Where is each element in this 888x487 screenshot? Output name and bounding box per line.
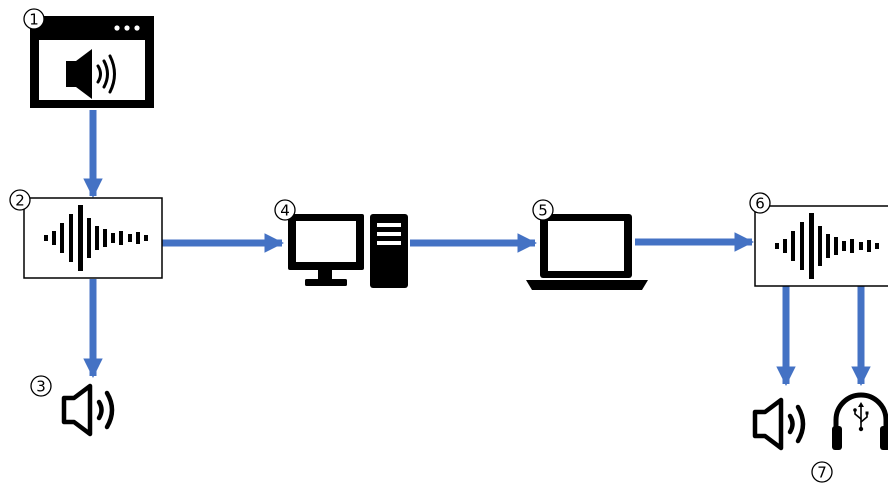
- browser-audio-icon: [30, 16, 154, 108]
- number-2-label: 2: [15, 192, 25, 210]
- audio-waveform-icon: [775, 213, 879, 279]
- node-6-audio-processor: 6: [749, 192, 888, 287]
- node-5-laptop: 5: [526, 199, 648, 290]
- number-6-label: 6: [755, 195, 765, 213]
- number-badge-5: 5: [532, 199, 554, 221]
- number-3-label: 3: [36, 378, 46, 396]
- laptop-icon: [526, 214, 648, 290]
- arrows: [83, 110, 871, 386]
- speaker-icon: [61, 383, 115, 437]
- number-badge-4: 4: [274, 199, 296, 221]
- node-1-browser-audio: 1: [23, 8, 154, 108]
- node-3-speaker: 3: [30, 375, 115, 437]
- number-badge-7: 7: [811, 461, 833, 483]
- node-2-audio-processor: 2: [9, 189, 163, 279]
- node-4-desktop-computer: 4: [274, 199, 408, 288]
- speaker-icon: [752, 397, 806, 451]
- node-7-outputs: 7: [752, 392, 888, 483]
- audio-waveform-icon: [44, 205, 148, 271]
- desktop-computer-icon: [288, 214, 408, 288]
- number-4-label: 4: [280, 202, 290, 220]
- number-badge-6: 6: [749, 192, 771, 214]
- number-7-label: 7: [817, 464, 827, 482]
- number-5-label: 5: [538, 202, 548, 220]
- number-1-label: 1: [29, 11, 39, 29]
- number-badge-3: 3: [30, 375, 52, 397]
- number-badge-2: 2: [9, 189, 31, 211]
- usb-headset-icon: [832, 392, 888, 450]
- number-badge-1: 1: [23, 8, 45, 30]
